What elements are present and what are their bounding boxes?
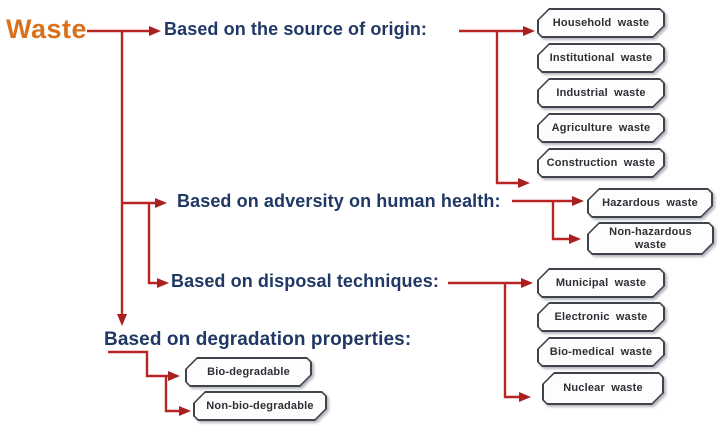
- box-label: Bio-medical waste: [549, 345, 653, 358]
- box-hazardous-waste: Hazardous waste: [587, 188, 713, 218]
- box-label: Non-bio-degradable: [206, 399, 314, 412]
- connector-disposal-drop: [503, 284, 531, 402]
- heading-disposal-techniques: Based on disposal techniques:: [171, 271, 439, 291]
- box-industrial-waste: Industrial waste: [537, 78, 665, 108]
- box-household-waste: Household waste: [537, 8, 665, 38]
- heading-degradation-properties: Based on degradation properties:: [104, 329, 412, 350]
- box-non-hazardous-waste: Non-hazardous waste: [587, 222, 714, 255]
- box-bio-medical-waste: Bio-medical waste: [537, 337, 665, 367]
- box-label: Electronic waste: [554, 310, 648, 323]
- connector-degradation-step1: [108, 350, 180, 381]
- root-label-waste: Waste: [6, 14, 88, 44]
- box-label: Agriculture waste: [551, 121, 651, 134]
- heading-adversity-human-health: Based on adversity on human health:: [177, 191, 501, 211]
- connector-spine-to-disposal: [147, 203, 169, 288]
- box-label: Construction waste: [546, 156, 656, 169]
- box-municipal-waste: Municipal waste: [537, 268, 665, 298]
- box-label: Hazardous waste: [602, 196, 698, 209]
- connector-degradation-step2: [164, 376, 191, 416]
- box-label: Nuclear waste: [563, 382, 643, 395]
- box-label: Industrial waste: [556, 86, 646, 99]
- connector-source-drop: [495, 31, 530, 188]
- heading-source-of-origin: Based on the source of origin:: [164, 19, 428, 39]
- box-label: Non-hazardous waste: [609, 225, 692, 251]
- box-construction-waste: Construction waste: [537, 148, 665, 178]
- connector-health-drop: [551, 201, 581, 244]
- box-non-bio-degradable: Non-bio-degradable: [193, 391, 327, 421]
- box-label: Household waste: [552, 16, 650, 29]
- box-nuclear-waste: Nuclear waste: [542, 372, 664, 405]
- box-label: Bio-degradable: [207, 365, 290, 378]
- box-label: Institutional waste: [549, 51, 653, 64]
- box-electronic-waste: Electronic waste: [537, 302, 665, 332]
- box-label: Municipal waste: [555, 276, 647, 289]
- box-agriculture-waste: Agriculture waste: [537, 113, 665, 143]
- box-bio-degradable: Bio-degradable: [185, 357, 312, 387]
- box-institutional-waste: Institutional waste: [537, 43, 665, 73]
